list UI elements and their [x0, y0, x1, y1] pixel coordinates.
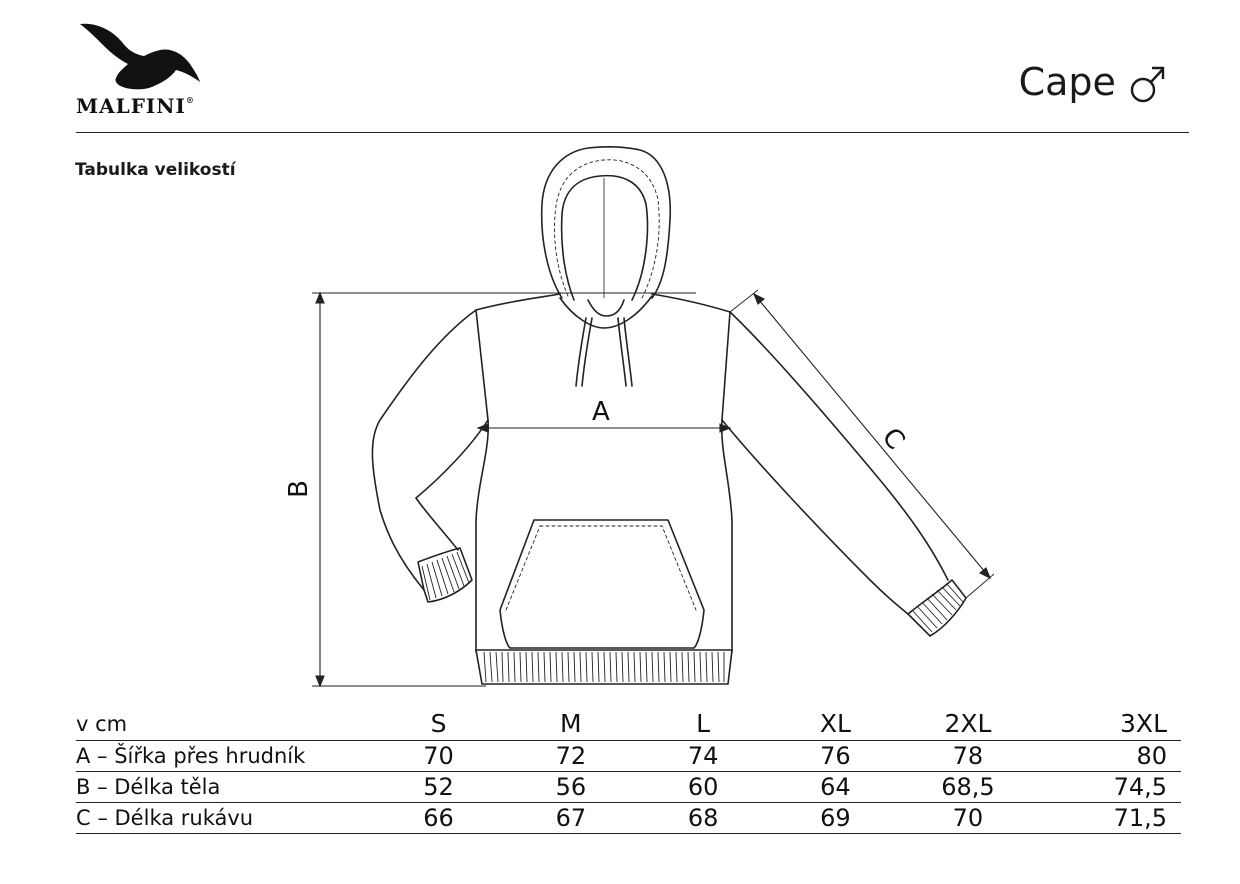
size-header: L — [636, 708, 770, 741]
size-header: 3XL — [1034, 708, 1181, 741]
table-cell: 67 — [504, 802, 637, 834]
kangaroo-pocket — [499, 519, 705, 649]
left-sleeve — [371, 309, 489, 591]
table-cell: 76 — [769, 740, 902, 772]
brand-name: MALFINI® — [76, 94, 195, 118]
hood-outline — [540, 145, 672, 299]
right-sleeve — [721, 311, 949, 615]
size-header: S — [372, 708, 505, 741]
table-cell: 70 — [901, 802, 1035, 834]
table-cell: 66 — [372, 802, 505, 834]
header-divider — [76, 132, 1189, 133]
row-label: A – Šířka přes hrudník — [76, 740, 373, 772]
table-cell: 74 — [636, 740, 770, 772]
eagle-icon — [80, 23, 200, 90]
table-cell: 64 — [769, 771, 902, 803]
product-title: Cape — [1019, 60, 1168, 104]
table-row: B – Délka těla 52 56 60 64 68,5 74,5 — [76, 771, 1181, 803]
male-symbol-icon — [1130, 66, 1165, 103]
drawstring-left — [575, 317, 593, 387]
table-cell: 72 — [504, 740, 637, 772]
unit-label: v cm — [76, 708, 373, 741]
table-cell: 71,5 — [1034, 802, 1181, 834]
table-cell: 68 — [636, 802, 770, 834]
left-cuff-ribs — [421, 551, 470, 601]
malfini-logo: MALFINI® — [74, 20, 214, 120]
table-cell: 68,5 — [901, 771, 1035, 803]
size-header: M — [504, 708, 637, 741]
measure-b-label: B — [283, 480, 314, 498]
table-header-row: v cm S M L XL 2XL 3XL — [76, 708, 1181, 741]
table-cell: 70 — [372, 740, 505, 772]
row-label: B – Délka těla — [76, 771, 373, 803]
table-row: A – Šířka přes hrudník 70 72 74 76 78 80 — [76, 740, 1181, 772]
table-cell: 78 — [901, 740, 1035, 772]
measure-c-line — [753, 293, 991, 579]
table-cell: 56 — [504, 771, 637, 803]
table-row: C – Délka rukávu 66 67 68 69 70 71,5 — [76, 802, 1181, 834]
table-cell: 80 — [1034, 740, 1181, 772]
row-label: C – Délka rukávu — [76, 802, 373, 834]
size-header: 2XL — [901, 708, 1035, 741]
waistband — [475, 649, 733, 685]
table-cell: 52 — [372, 771, 505, 803]
size-table: v cm S M L XL 2XL 3XL A – Šířka přes hru… — [76, 708, 1181, 834]
measure-a-label: A — [592, 397, 610, 427]
body-outline — [475, 293, 733, 653]
left-cuff — [417, 547, 473, 603]
table-cell: 74,5 — [1034, 771, 1181, 803]
right-cuff-ribs — [911, 583, 964, 633]
drawstring-right — [617, 317, 633, 387]
table-cell: 69 — [769, 802, 902, 834]
size-header: XL — [769, 708, 902, 741]
table-cell: 60 — [636, 771, 770, 803]
waistband-ribs — [483, 651, 725, 683]
product-name: Cape — [1018, 60, 1116, 104]
section-title: Tabulka velikostí — [75, 160, 236, 180]
hoodie-drawing — [312, 145, 995, 688]
hood-opening — [560, 174, 649, 301]
